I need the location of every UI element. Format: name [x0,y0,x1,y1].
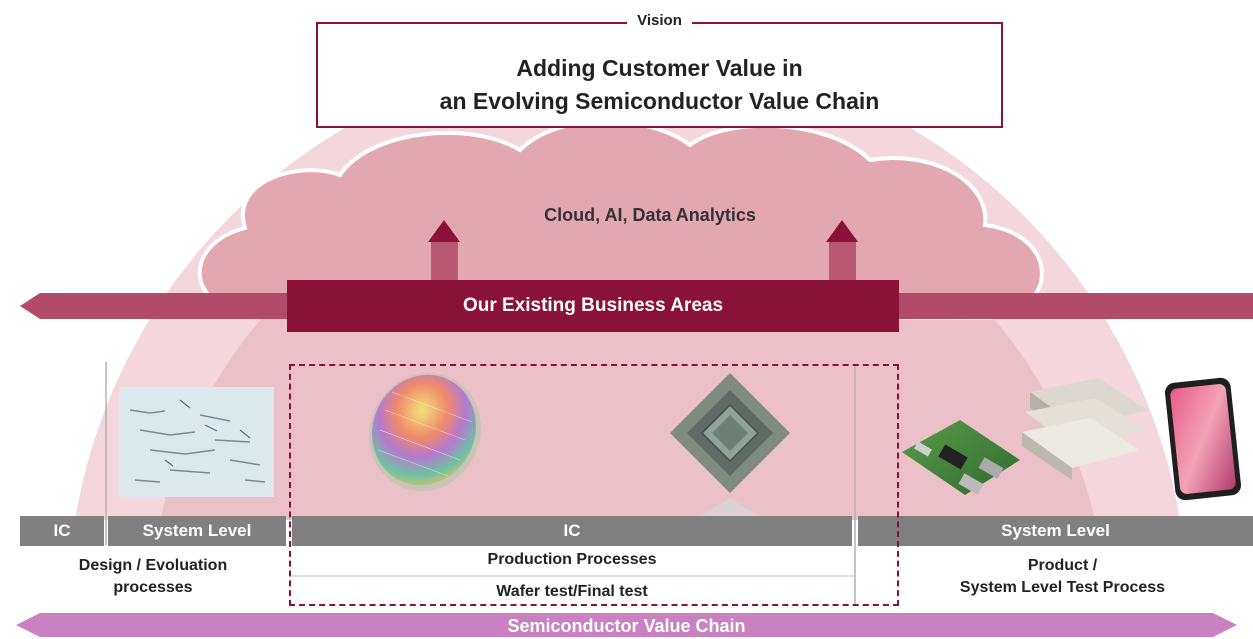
design-process-label: Design / Evoluation processes [78,557,228,596]
cloud-label: Cloud, AI, Data Analytics [544,205,756,225]
category-system-level-product: System Level [1001,521,1110,540]
bar-system-level-product [858,516,1253,546]
category-system-level-design: System Level [142,521,252,540]
bar-ic-production [292,516,852,546]
design-sketch-image [119,387,274,497]
business-band-center [287,280,899,332]
category-ic-production: IC [563,521,581,540]
vision-label: Vision [318,12,1001,30]
bar-ic-design [20,516,104,546]
vision-title: Adding Customer Value in an Evolving Sem… [318,52,1001,118]
left-up-arrow-stem [431,238,458,280]
value-chain-arrow [16,613,1237,637]
business-areas-label: Our Existing Business Areas [462,295,724,316]
wafer-image [369,372,481,492]
right-up-arrow-head [826,220,858,242]
ssd-drives-image [1022,378,1148,480]
vision-title-line2: an Evolving Semiconductor Value Chain [439,88,880,114]
production-process-label: Production Processes [487,551,657,568]
product-test-process-label: Product / System Level Test Process [959,557,1166,596]
vision-box: Vision Adding Customer Value in an Evolv… [316,12,1003,128]
category-ic-design: IC [53,521,71,540]
wafer-test-label: Wafer test/Final test [496,583,648,600]
value-chain-label: Semiconductor Value Chain [507,616,746,636]
dashed-focus-box [289,364,899,606]
left-up-arrow-head [428,220,460,242]
right-up-arrow-stem [829,238,856,280]
circuit-board-image [902,420,1020,495]
chip-image [670,373,790,516]
vision-title-line1: Adding Customer Value in [516,55,803,81]
smartphone-image [1165,377,1241,501]
bar-system-level-design [108,516,286,546]
